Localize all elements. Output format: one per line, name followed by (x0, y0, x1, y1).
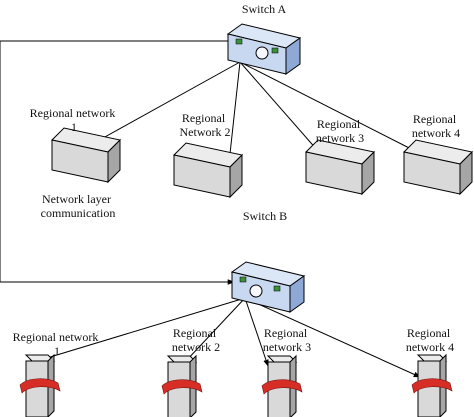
upper-node-3-label: Regional network 3 (316, 117, 364, 145)
lower-node-4-label: Regional network 4 (406, 326, 454, 354)
link-b-1 (36, 297, 246, 362)
upper-node-2-label: Regional Network 2 (180, 111, 231, 139)
link-b-3 (244, 297, 269, 367)
switch-b-links (36, 297, 421, 378)
upper-box-1 (50, 127, 122, 184)
switch-b-side (289, 275, 305, 313)
link-a-3 (239, 61, 319, 152)
link-a-1 (84, 61, 241, 149)
link-b-4 (244, 297, 421, 378)
switch-a-port-icon (255, 46, 269, 60)
upper-box-4 (402, 139, 474, 196)
upper-node-1-label: Regional network 1 (30, 106, 119, 134)
switch-a (226, 23, 302, 75)
switch-b-label: Switch B (243, 209, 287, 223)
lower-node-3-label: Regional network 3 (263, 326, 311, 354)
switch-b (230, 261, 306, 313)
switch-a-label: Switch A (242, 2, 287, 16)
lower-server-3 (261, 354, 303, 417)
lower-node-2-label: Regional network 2 (172, 326, 220, 354)
lower-server-4 (411, 353, 453, 417)
network-layer-annotation: Network layer communication (41, 192, 116, 220)
switch-a-links (84, 61, 420, 164)
lower-server-2 (161, 354, 203, 417)
switch-b-led-2 (273, 285, 281, 292)
link-a-4 (239, 61, 420, 154)
switch-b-led-1 (239, 276, 247, 283)
upper-node-4-label: Regional network 4 (412, 112, 460, 140)
lower-server-1 (19, 353, 61, 417)
lower-node-1-label: Regional network 1 (13, 330, 102, 358)
switch-a-side (285, 37, 301, 75)
link-a-2 (226, 61, 241, 164)
upper-box-2 (172, 142, 244, 199)
upper-box-3 (304, 139, 376, 196)
link-b-2 (184, 297, 246, 363)
switch-a-led-2 (271, 47, 279, 54)
switch-b-port-icon (249, 284, 263, 298)
switch-a-led-1 (235, 38, 243, 45)
inter-switch-connector (0, 40, 235, 285)
